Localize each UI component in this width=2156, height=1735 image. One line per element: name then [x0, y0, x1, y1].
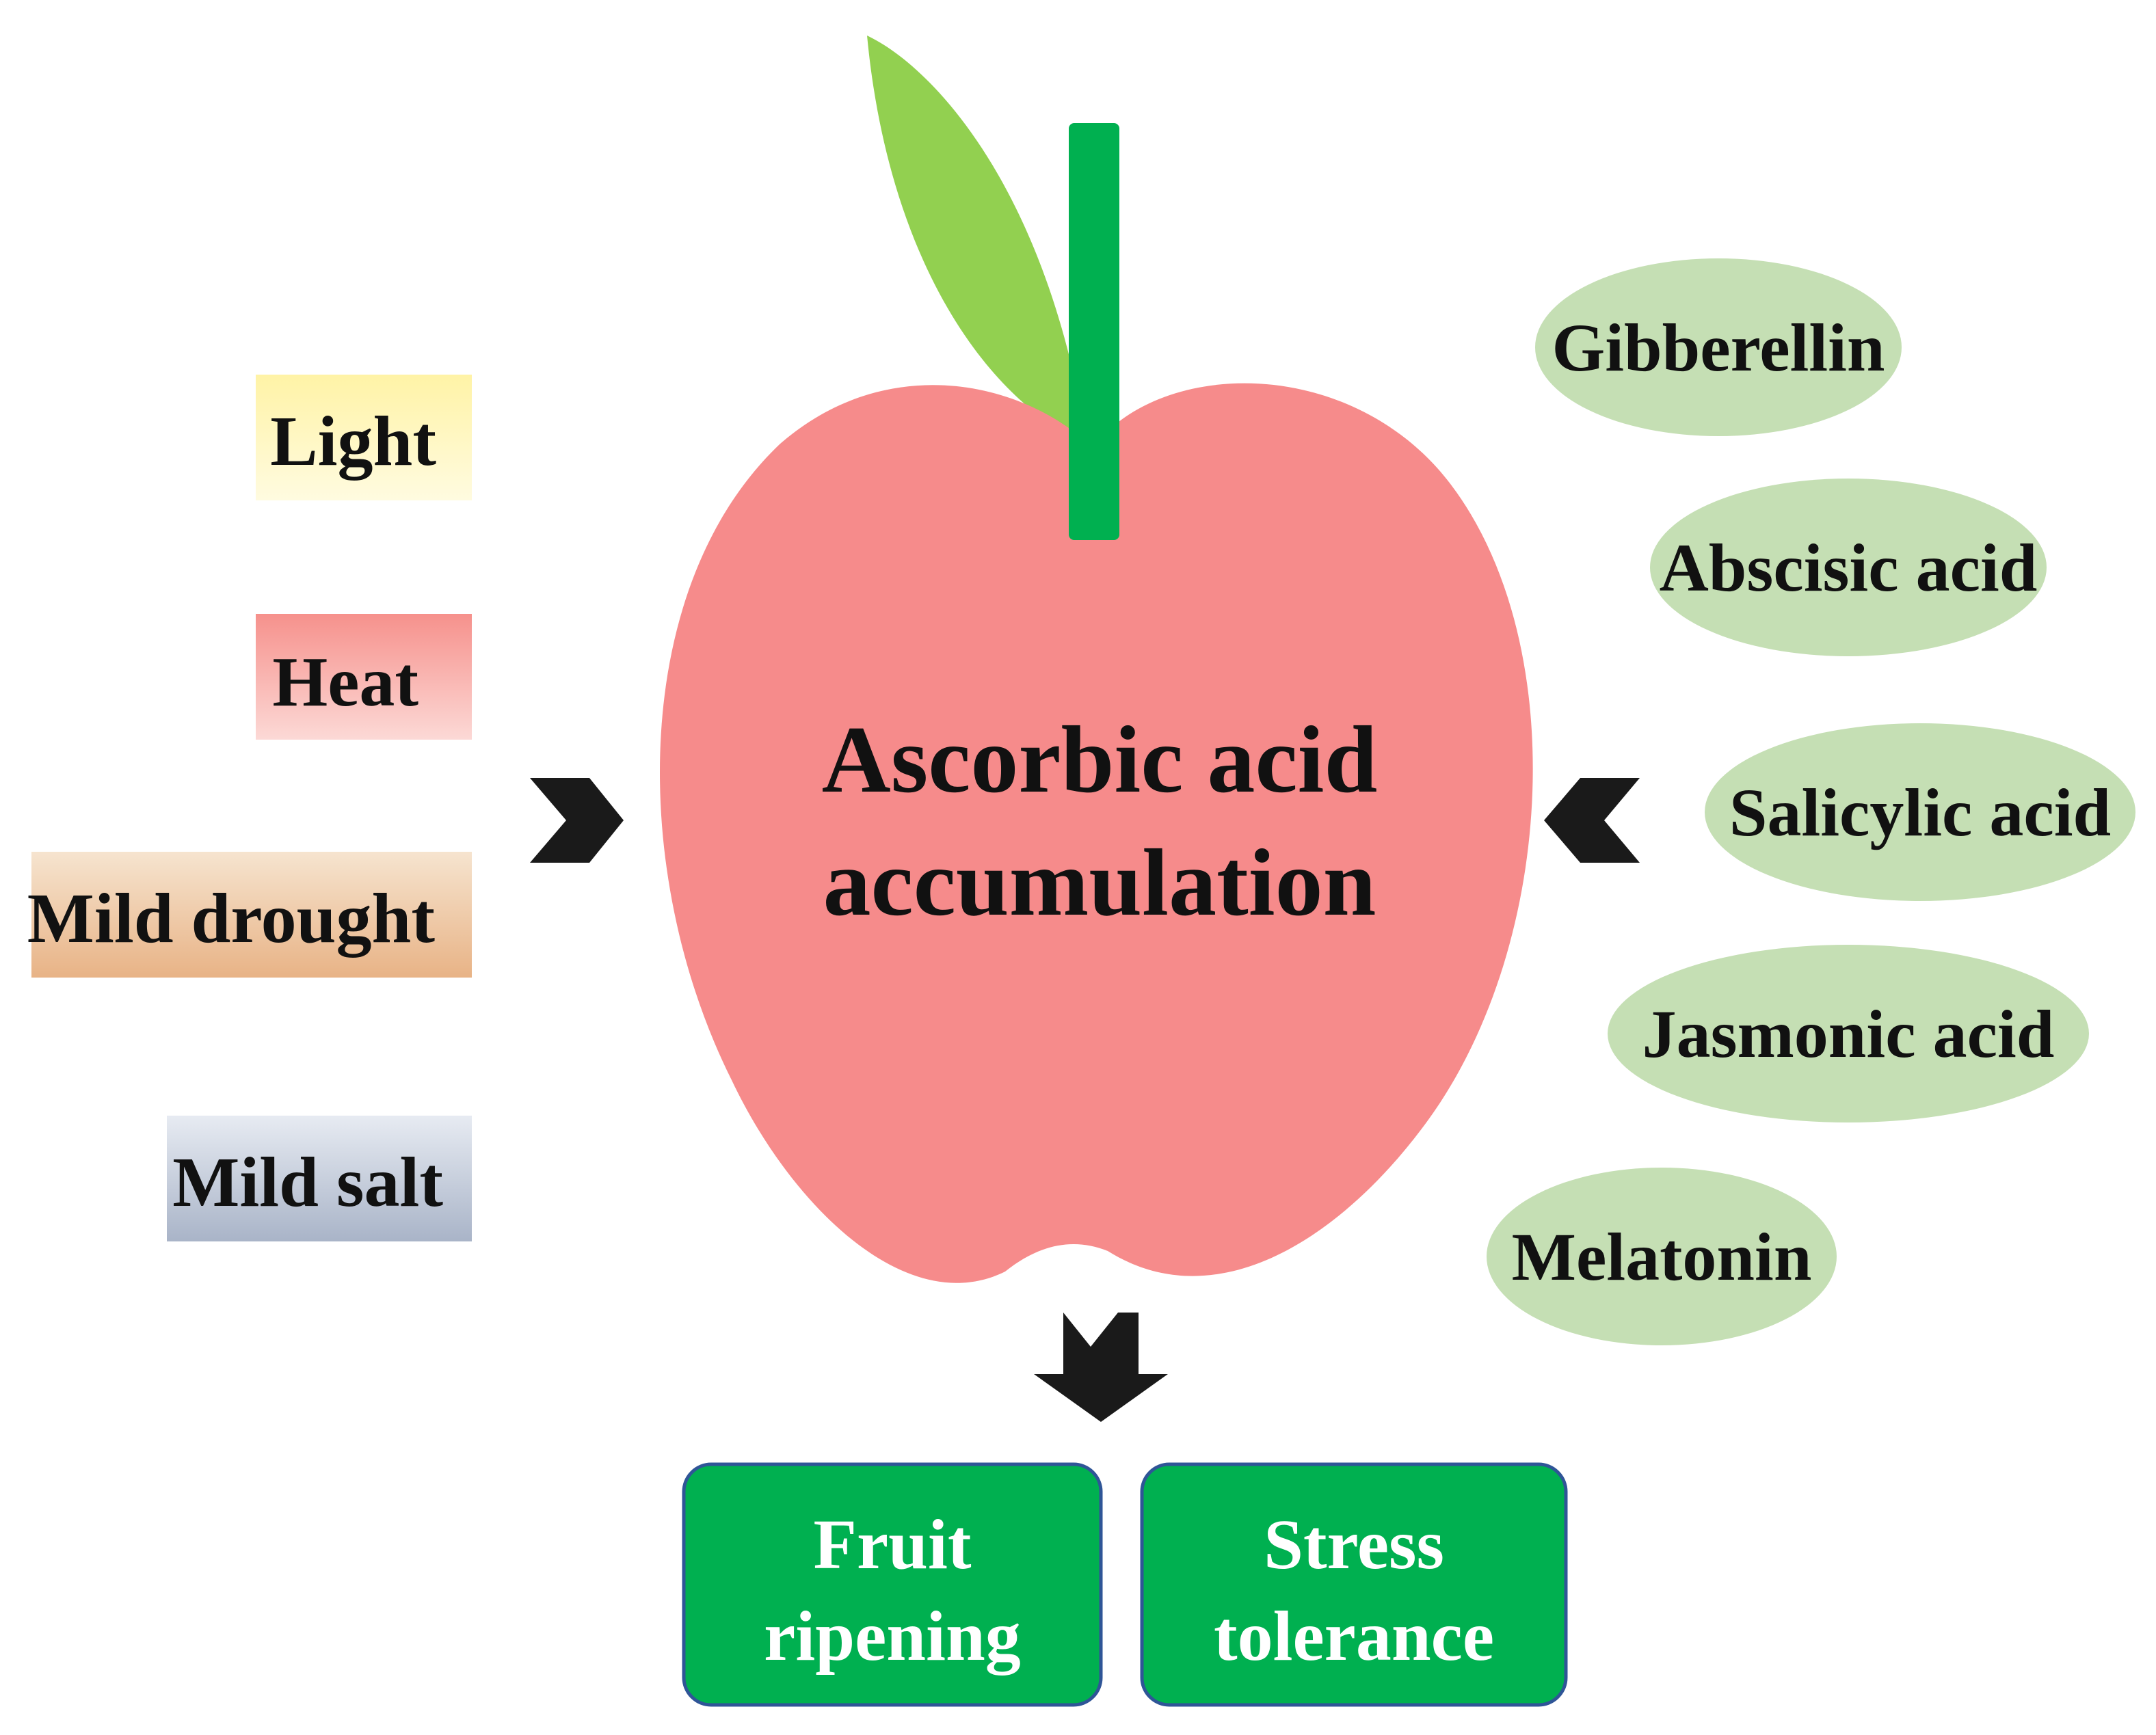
apple-stem	[1069, 123, 1119, 540]
factor-mild-drought: Mild drought	[27, 852, 472, 978]
outcome-fruit-ripening-line2: ripening	[764, 1597, 1021, 1676]
hormone-melatonin: Melatonin	[1487, 1168, 1837, 1345]
outcome-stress-tolerance: Stress tolerance	[1140, 1462, 1568, 1707]
center-title-line2: accumulation	[823, 830, 1376, 936]
hormone-jasmonic-acid-label: Jasmonic acid	[1642, 996, 2055, 1072]
hormone-salicylic-acid: Salicylic acid	[1705, 723, 2135, 901]
factor-light-label: Light	[270, 402, 436, 481]
factor-light: Light	[256, 375, 472, 500]
apple-body	[660, 383, 1533, 1283]
factor-mild-salt-label: Mild salt	[172, 1143, 443, 1222]
factor-mild-drought-label: Mild drought	[27, 879, 436, 958]
hormone-melatonin-label: Melatonin	[1512, 1219, 1812, 1295]
outcome-fruit-ripening: Fruit ripening	[682, 1462, 1103, 1707]
factor-heat-label: Heat	[272, 643, 418, 721]
outcome-stress-tolerance-line1: Stress	[1264, 1505, 1444, 1584]
chevron-arrow-right-icon	[530, 778, 624, 863]
factor-mild-salt: Mild salt	[167, 1116, 472, 1241]
hormone-salicylic-acid-label: Salicylic acid	[1729, 775, 2111, 850]
chevron-arrow-left-icon	[1544, 778, 1640, 863]
factor-heat: Heat	[256, 614, 472, 740]
hormone-abscisic-acid-label: Abscisic acid	[1660, 530, 2038, 606]
chevron-arrow-down-icon	[1034, 1313, 1168, 1422]
leaf-icon	[867, 36, 1087, 444]
center-title-line1: Ascorbic acid	[822, 707, 1378, 813]
outcome-fruit-ripening-line1: Fruit	[813, 1505, 971, 1584]
hormone-abscisic-acid: Abscisic acid	[1650, 479, 2047, 656]
hormone-gibberellin: Gibberellin	[1535, 258, 1902, 436]
hormone-gibberellin-label: Gibberellin	[1552, 310, 1885, 386]
outcome-stress-tolerance-line2: tolerance	[1214, 1597, 1494, 1676]
hormone-jasmonic-acid: Jasmonic acid	[1608, 945, 2089, 1122]
